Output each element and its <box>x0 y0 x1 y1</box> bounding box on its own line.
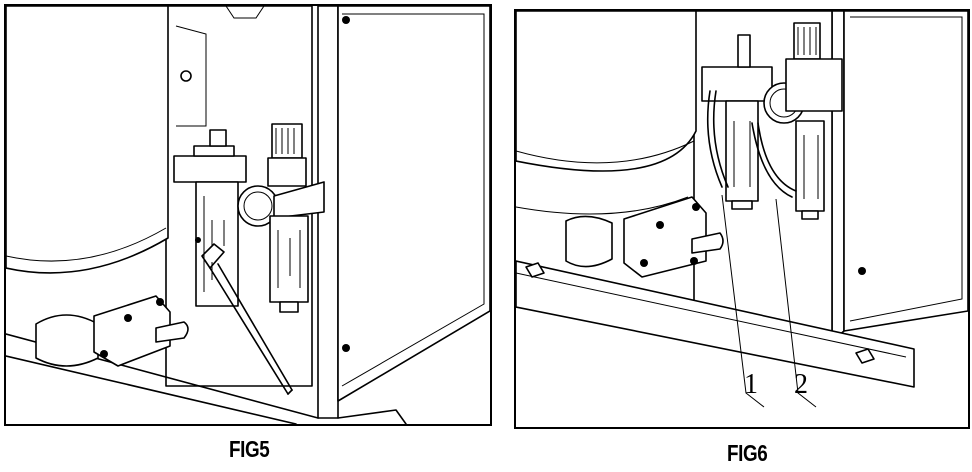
fig5-caption: FIG5 <box>229 436 270 462</box>
callout-1: 1 <box>744 369 758 400</box>
fig5-panel <box>4 4 492 426</box>
fig6-panel: 1 2 <box>514 9 970 429</box>
fig6-drawing: 1 2 <box>516 11 968 408</box>
callout-2: 2 <box>794 369 808 400</box>
fig5-drawing <box>6 6 490 424</box>
fig6-caption: FIG6 <box>727 440 768 466</box>
